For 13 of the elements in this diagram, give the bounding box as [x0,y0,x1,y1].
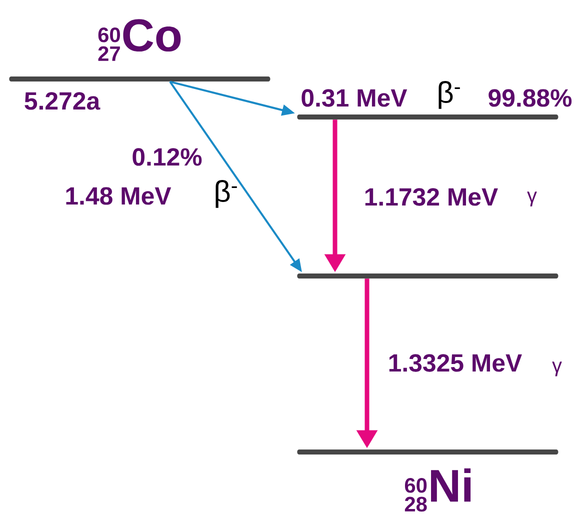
energy-label: 0.31 MeV [300,88,408,108]
level-bar [297,273,558,278]
energy-label: 1.48 MeV [64,186,172,206]
beta-symbol: β$^{-}$ [216,180,237,208]
half-life-label: 5.272a [24,92,100,110]
nuclide-symbol: ${}^{\text{\bfseries 60}}_{\text{\bfseries 27}}\text{\bfseries Co}$ [98,19,181,61]
percentage-label: 0.12% [132,148,202,166]
gamma-symbol: γ [527,192,537,206]
energy-label: 1.3325 MeV [386,353,524,373]
energy-label: 1.1732 MeV [362,187,500,207]
gamma-symbol: γ [552,362,562,376]
nuclide-symbol: ${}^{\text{\bfseries 60}}_{\text{\bfseries 28}}\text{\bfseries Ni}$ [404,468,471,512]
level-bar [297,114,558,120]
